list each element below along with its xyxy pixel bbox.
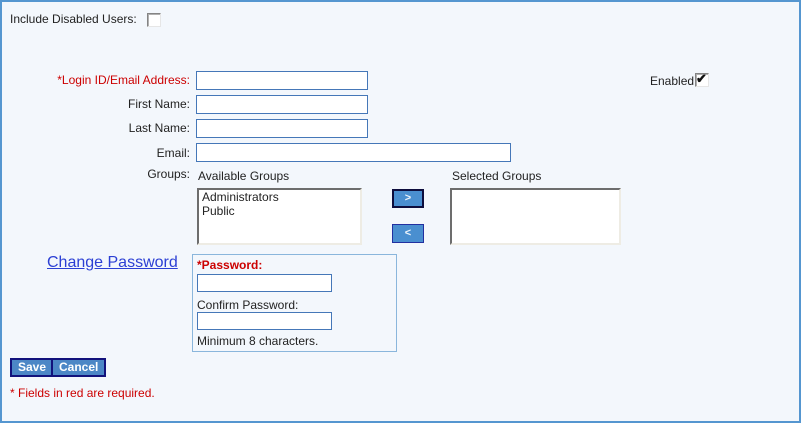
password-label: *Password: (197, 258, 263, 272)
list-option[interactable]: Public (202, 204, 235, 218)
required-fields-note: * Fields in red are required. (10, 386, 155, 400)
login-id-input[interactable] (196, 71, 368, 90)
groups-label: Groups: (147, 167, 190, 181)
email-input[interactable] (196, 143, 511, 162)
change-password-link[interactable]: Change Password (47, 254, 178, 271)
selected-groups-listbox[interactable] (450, 188, 621, 245)
selected-groups-caption: Selected Groups (452, 169, 542, 183)
add-group-button[interactable]: > (392, 189, 424, 208)
confirm-password-input[interactable] (197, 312, 332, 330)
last-name-input[interactable] (196, 119, 368, 138)
remove-group-button[interactable]: < (392, 224, 424, 243)
password-input[interactable] (197, 274, 332, 292)
last-name-label: Last Name: (128, 121, 190, 135)
enabled-checkbox[interactable] (695, 71, 709, 87)
include-disabled-label: Include Disabled Users: (10, 12, 137, 26)
include-disabled-checkbox[interactable] (147, 13, 161, 27)
save-button[interactable]: Save (10, 358, 55, 377)
first-name-input[interactable] (196, 95, 368, 114)
cancel-button[interactable]: Cancel (51, 358, 107, 377)
password-hint: Minimum 8 characters. (197, 334, 319, 348)
list-option[interactable]: Administrators (202, 190, 279, 204)
password-panel (192, 254, 397, 352)
confirm-password-label: Confirm Password: (197, 298, 299, 312)
enabled-label: Enabled: (650, 74, 698, 88)
email-label: Email: (156, 146, 190, 160)
first-name-label: First Name: (127, 97, 190, 111)
login-id-label: *Login ID/Email Address: (57, 73, 190, 87)
available-groups-caption: Available Groups (198, 169, 290, 183)
